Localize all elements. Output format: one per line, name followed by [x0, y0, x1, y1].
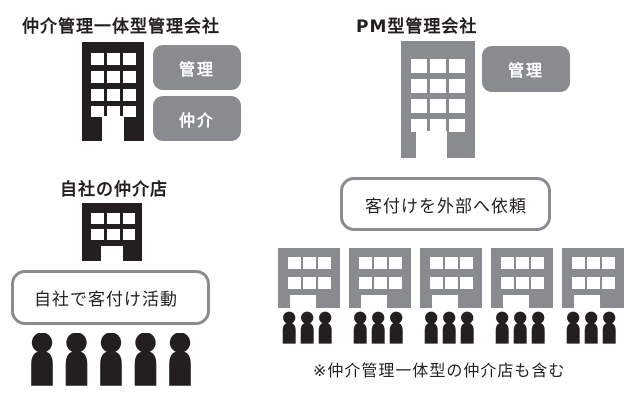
pm-management-tag: 管理	[482, 46, 570, 92]
management-tag: 管理	[153, 45, 241, 90]
brokerage-tag: 仲介	[153, 96, 241, 141]
pm-company-building-icon	[401, 41, 475, 158]
person-icon	[318, 311, 332, 344]
person-icon	[100, 332, 122, 386]
agency-building-icon	[349, 248, 411, 308]
pm-company-title: PM型管理会社	[356, 17, 478, 37]
agency-building-icon	[420, 248, 482, 308]
person-icon	[300, 311, 314, 344]
own-agency-people	[30, 332, 200, 393]
person-icon	[389, 311, 403, 344]
external-agencies	[278, 248, 628, 348]
person-icon	[353, 311, 367, 344]
own-leasing-bubble: 自社で客付け活動	[11, 270, 210, 325]
person-icon	[169, 332, 191, 386]
integrated-company-title: 仲介管理一体型管理会社	[22, 17, 220, 37]
agency-building-icon	[491, 248, 553, 308]
footnote: ※仲介管理一体型の仲介店も含む	[313, 361, 566, 380]
own-agency-building-icon	[82, 203, 142, 261]
person-icon	[495, 311, 509, 344]
outsource-leasing-bubble: 客付けを外部へ依頼	[340, 177, 551, 231]
person-icon	[65, 332, 88, 386]
own-agency-title: 自社の仲介店	[60, 180, 168, 200]
person-icon	[602, 311, 616, 344]
person-icon	[371, 311, 385, 344]
agency-building-icon	[562, 248, 624, 308]
person-icon	[31, 332, 53, 386]
person-icon	[134, 332, 157, 386]
person-icon	[513, 311, 527, 344]
person-icon	[584, 311, 598, 344]
integrated-company-building-icon	[82, 42, 144, 141]
person-icon	[566, 311, 580, 344]
person-icon	[282, 311, 296, 344]
person-icon	[442, 311, 456, 344]
agency-building-icon	[278, 248, 340, 308]
person-icon	[531, 311, 545, 344]
person-icon	[460, 311, 474, 344]
person-icon	[424, 311, 438, 344]
